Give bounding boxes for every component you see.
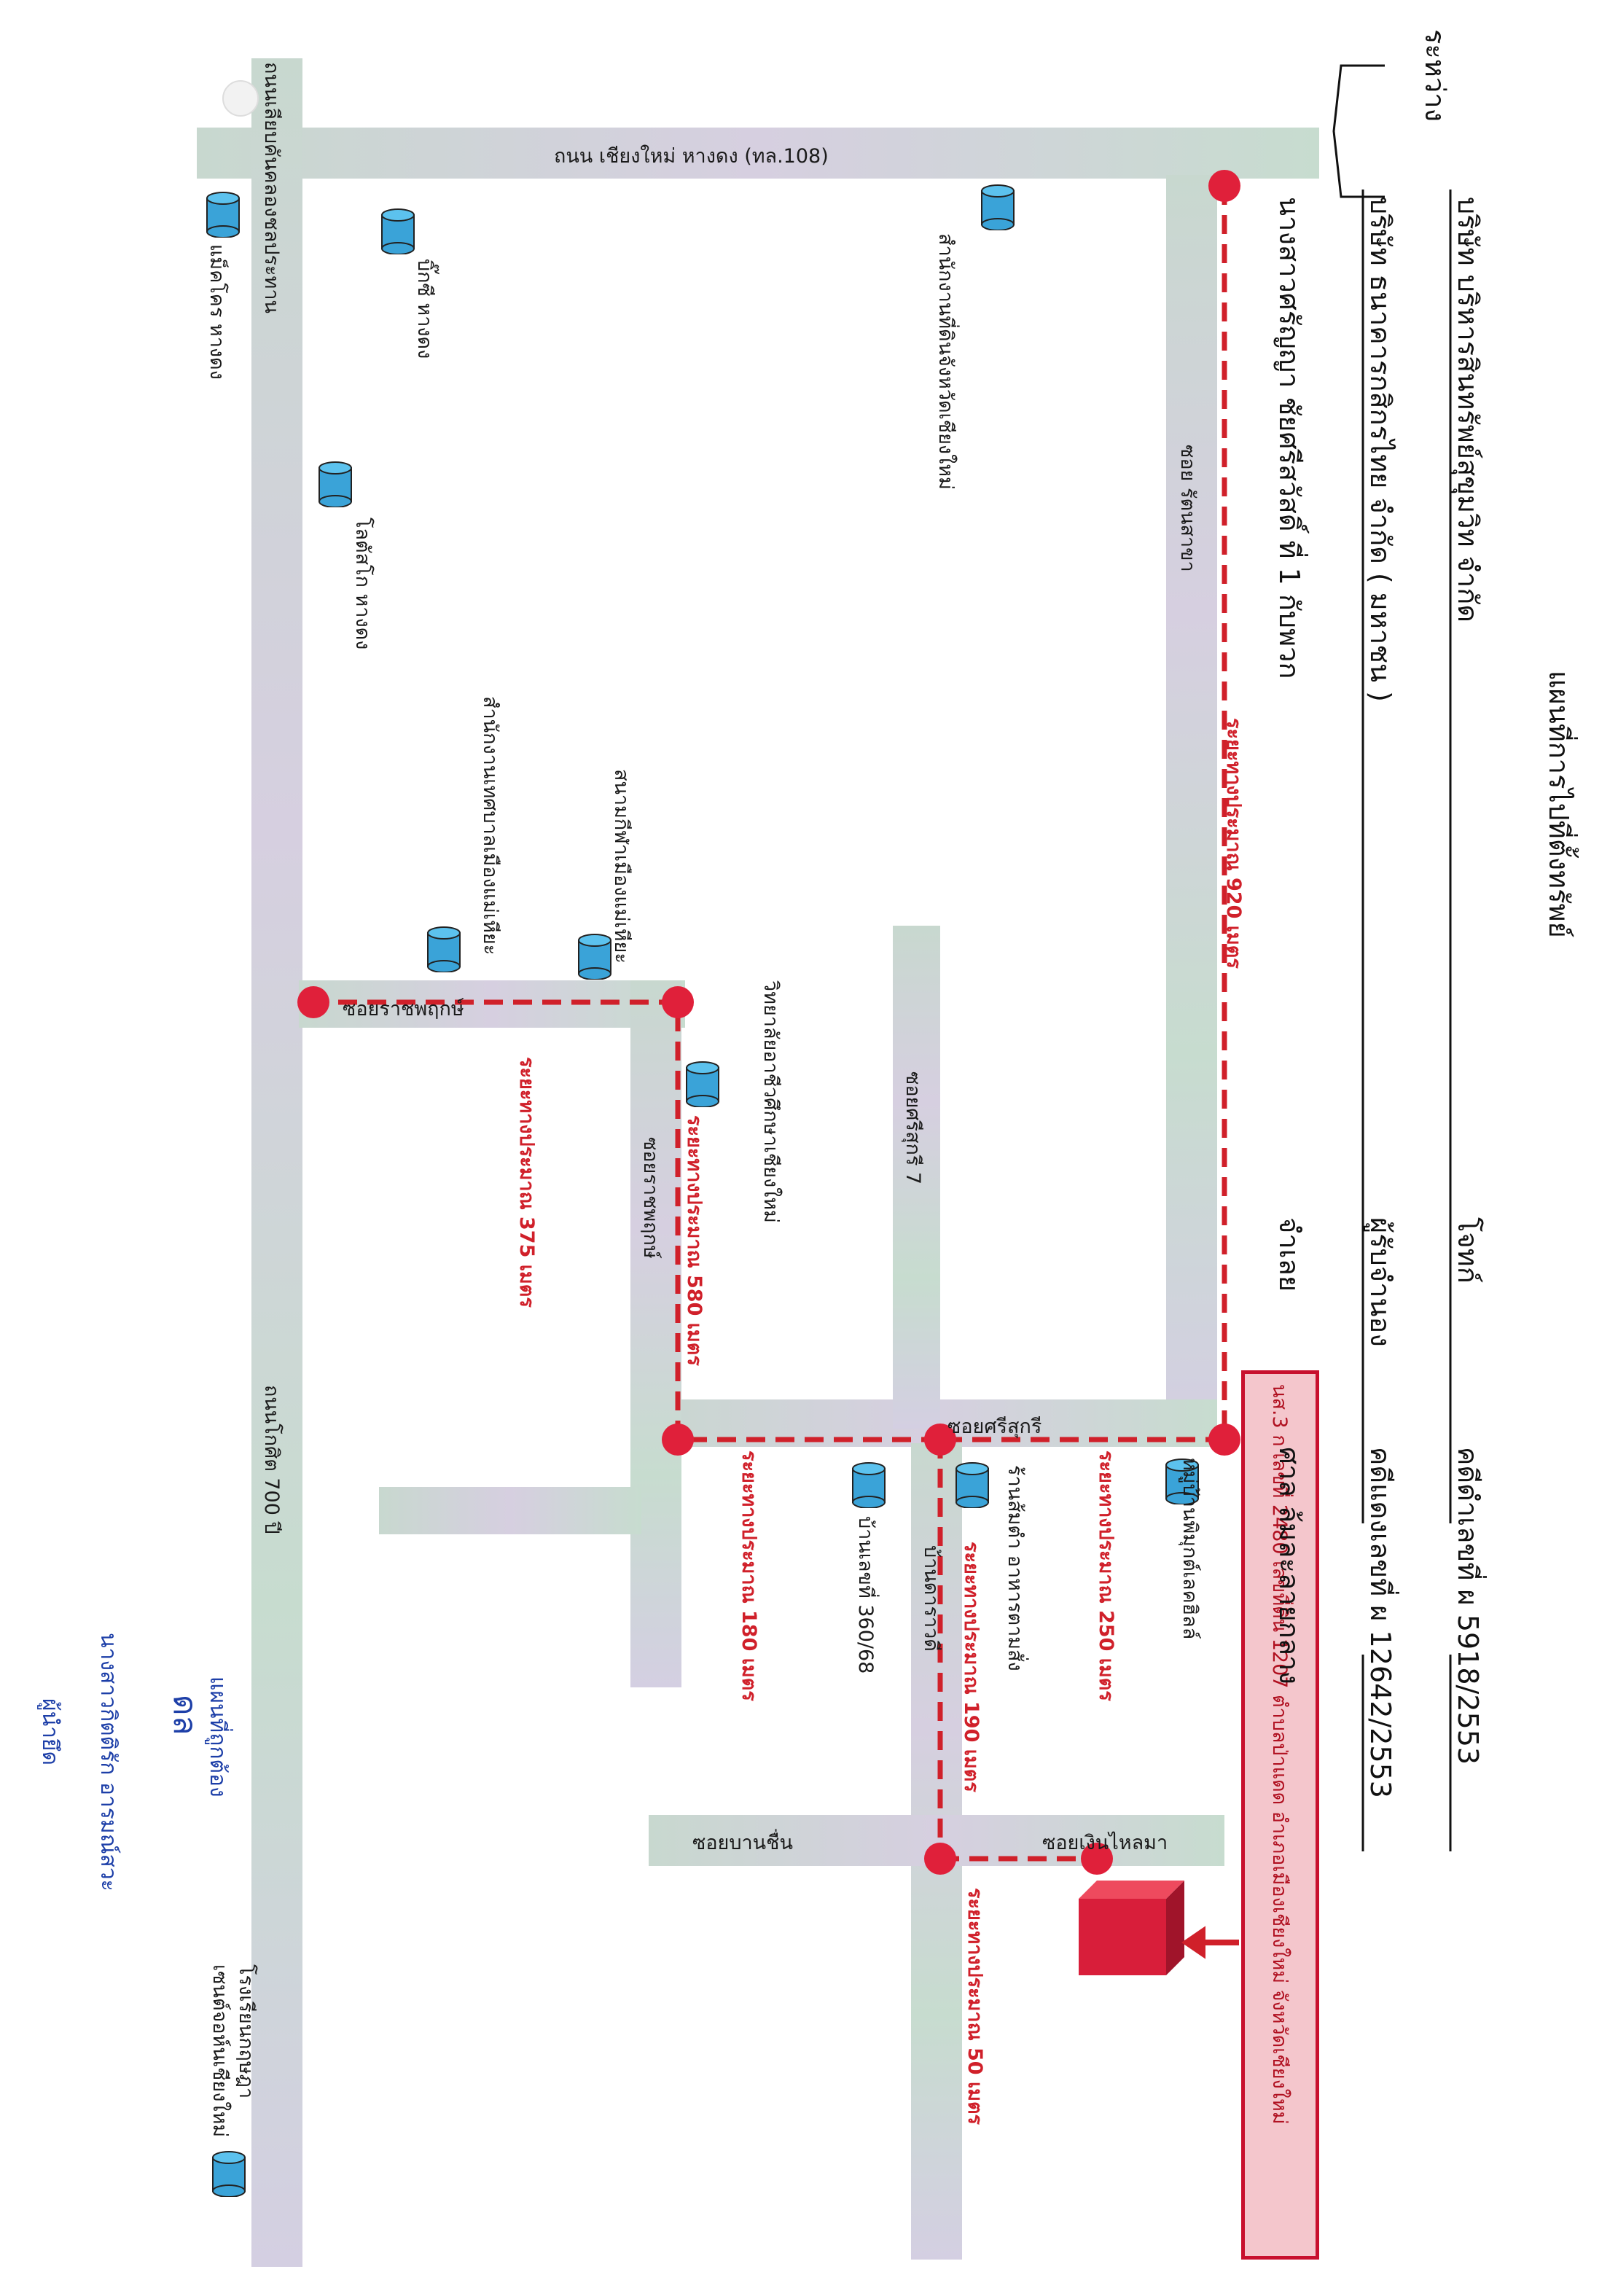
signature-mark: ดล xyxy=(166,1695,203,1735)
landmark-icon xyxy=(1165,1458,1200,1507)
road-outer-ring xyxy=(251,58,302,2267)
distance-label-190: ระยะทางประมาณ 190 เมตร xyxy=(960,1542,982,1792)
signature-role: ผู้นำยึด xyxy=(37,1698,63,1765)
landmark-icon xyxy=(685,1061,720,1110)
road-label-chiangmai-700: ถนนโกศิต 700 ปี xyxy=(260,1385,283,1534)
distance-label-920: ระยะทางประมาณ 920 เมตร xyxy=(1222,718,1245,969)
between-label: ระหว่าง xyxy=(1419,29,1451,122)
road-label-soi-sri-suk-7: ซอยศรีสุกรี 7 xyxy=(902,1071,924,1185)
place-label-food-shop: ร้านส้มตำ อาหารตามสั่ง xyxy=(1004,1465,1026,1671)
landmark-icon xyxy=(380,208,415,257)
case-black: คดีดำเลขที่ ผ 5918/2553 xyxy=(1452,1447,1484,1765)
route-marker xyxy=(662,986,694,1018)
place-label-stadium: สนามกีฬาเมืองแม่เหียะ xyxy=(610,769,633,964)
landmark-icon xyxy=(426,926,461,975)
landmark-icon xyxy=(980,184,1015,233)
place-label-school: โรงเรียนกฤษฎา เซนต์จอห์นเชียงใหม่ xyxy=(208,1964,257,2138)
road-soi-ratsamee xyxy=(1166,175,1217,1429)
place-label-makro: แม็คโคร หางดง xyxy=(206,244,228,380)
place-label-lotus: โลตัสโก หางดง xyxy=(351,518,374,650)
role-assignee: ผู้รับจำนอง xyxy=(1364,1217,1396,1347)
route-marker xyxy=(1208,1424,1240,1456)
road-soi-rajphruek-2 xyxy=(630,980,681,1687)
road-label-soi-ratsamee: ซอย รัตนสาขา xyxy=(1176,445,1199,572)
landmark-icon xyxy=(211,2150,246,2200)
property-banner: นส.3 ก เลขที่ 2480 เลขที่ดิน 1207 ตำบลป่… xyxy=(1241,1370,1319,2260)
signature-name: นางสาวกิตติรัก อารมณ์สวะ xyxy=(95,1633,121,1891)
distance-label-180: ระยะทางประมาณ 180 เมตร xyxy=(738,1450,760,1701)
place-label-village-lake: หมู่บ้านพิมุกต์เลคฮิลล์ xyxy=(1179,1458,1201,1640)
place-label-bigc: บิ๊กซี หางดง xyxy=(413,259,436,359)
route-marker xyxy=(924,1424,956,1456)
brace-icon xyxy=(1332,64,1385,198)
route-marker xyxy=(662,1424,694,1456)
page-title: แผนที่การไปที่ตั้งทรัพย์ xyxy=(1543,671,1575,938)
case-red: คดีแดงเลขที่ ผ 12642/2553 xyxy=(1364,1447,1396,1798)
landmark-icon xyxy=(851,1461,886,1511)
place-label-college: วิทยาลัยอาชีวศึกษาเชียงใหม่ xyxy=(759,980,782,1223)
road-label-highway-108: ถนน เชียงใหม่ หางดง (ทล.108) xyxy=(554,145,829,168)
distance-label-50: ระยะทางประมาณ 50 เมตร xyxy=(964,1888,986,2125)
plaintiff-2: บริษัท ธนาคารกสิกรไทย จำกัด ( มหาชน ) xyxy=(1364,197,1396,702)
signature-title: แผนที่ถูกต้อง xyxy=(205,1676,230,1797)
place-label-municipal: สำนักงานเทศบาลเมืองแม่เหียะ xyxy=(479,696,501,956)
route-marker xyxy=(297,986,329,1018)
court: ศาล ล้มละลายกลาง xyxy=(1273,1447,1305,1684)
landmark-icon xyxy=(955,1461,990,1511)
route-marker xyxy=(924,1843,956,1875)
road-label-soi-rajphruek-2: ซอยราชพฤกษ์ xyxy=(639,1137,662,1259)
distance-label-375: ระยะทางประมาณ 375 เมตร xyxy=(515,1057,538,1308)
road-label-ban-chuen: ซอยบานชื่น xyxy=(692,1832,793,1854)
place-label-land-office: สำนักงานที่ดินจังหวัดเชียงใหม่ xyxy=(934,233,957,490)
distance-label-250: ระยะทางประมาณ 250 เมตร xyxy=(1095,1450,1117,1701)
road-side-stub xyxy=(379,1487,641,1534)
road-label-soi-rajphruek: ซอยราชพฤกษ์ xyxy=(343,998,464,1020)
road-label-outer-ring: ถนนเลียบคันคลองชลประทาน xyxy=(260,62,283,313)
road-soi-sri-suk-7 xyxy=(893,926,940,1429)
target-building-icon xyxy=(1079,1881,1184,1975)
landmark-icon xyxy=(206,191,241,241)
arrow-icon xyxy=(1181,1926,1239,1959)
role-defendant: จำเลย xyxy=(1273,1217,1305,1292)
punch-hole xyxy=(222,80,259,117)
road-label-ngern-lai-ma: ซอยเงินไหลมา xyxy=(1042,1832,1168,1854)
route-marker xyxy=(1081,1843,1113,1875)
plaintiff-1: บริษัท บริหารสินทรัพย์สุขุมวิท จำกัด xyxy=(1452,197,1484,622)
road-highway-108 xyxy=(197,128,1319,179)
place-label-house-no: บ้านเลขที่ 360/68 xyxy=(854,1516,877,1674)
defendant: นางสาวศรัญญา ชัยศรีสวัสดิ์ ที่ 1 กับพวก xyxy=(1273,197,1305,679)
landmark-icon xyxy=(318,461,353,510)
landmark-icon xyxy=(577,933,612,983)
distance-label-580: ระยะทางประมาณ 580 เมตร xyxy=(683,1115,706,1366)
role-plaintiff: โจทก์ xyxy=(1452,1217,1484,1284)
road-label-soi-sri-suk: ซอยศรีสุกรี xyxy=(947,1416,1042,1438)
road-label-ban-daragrid: บ้านดาราวดี xyxy=(920,1545,942,1652)
route-marker xyxy=(1208,170,1240,202)
